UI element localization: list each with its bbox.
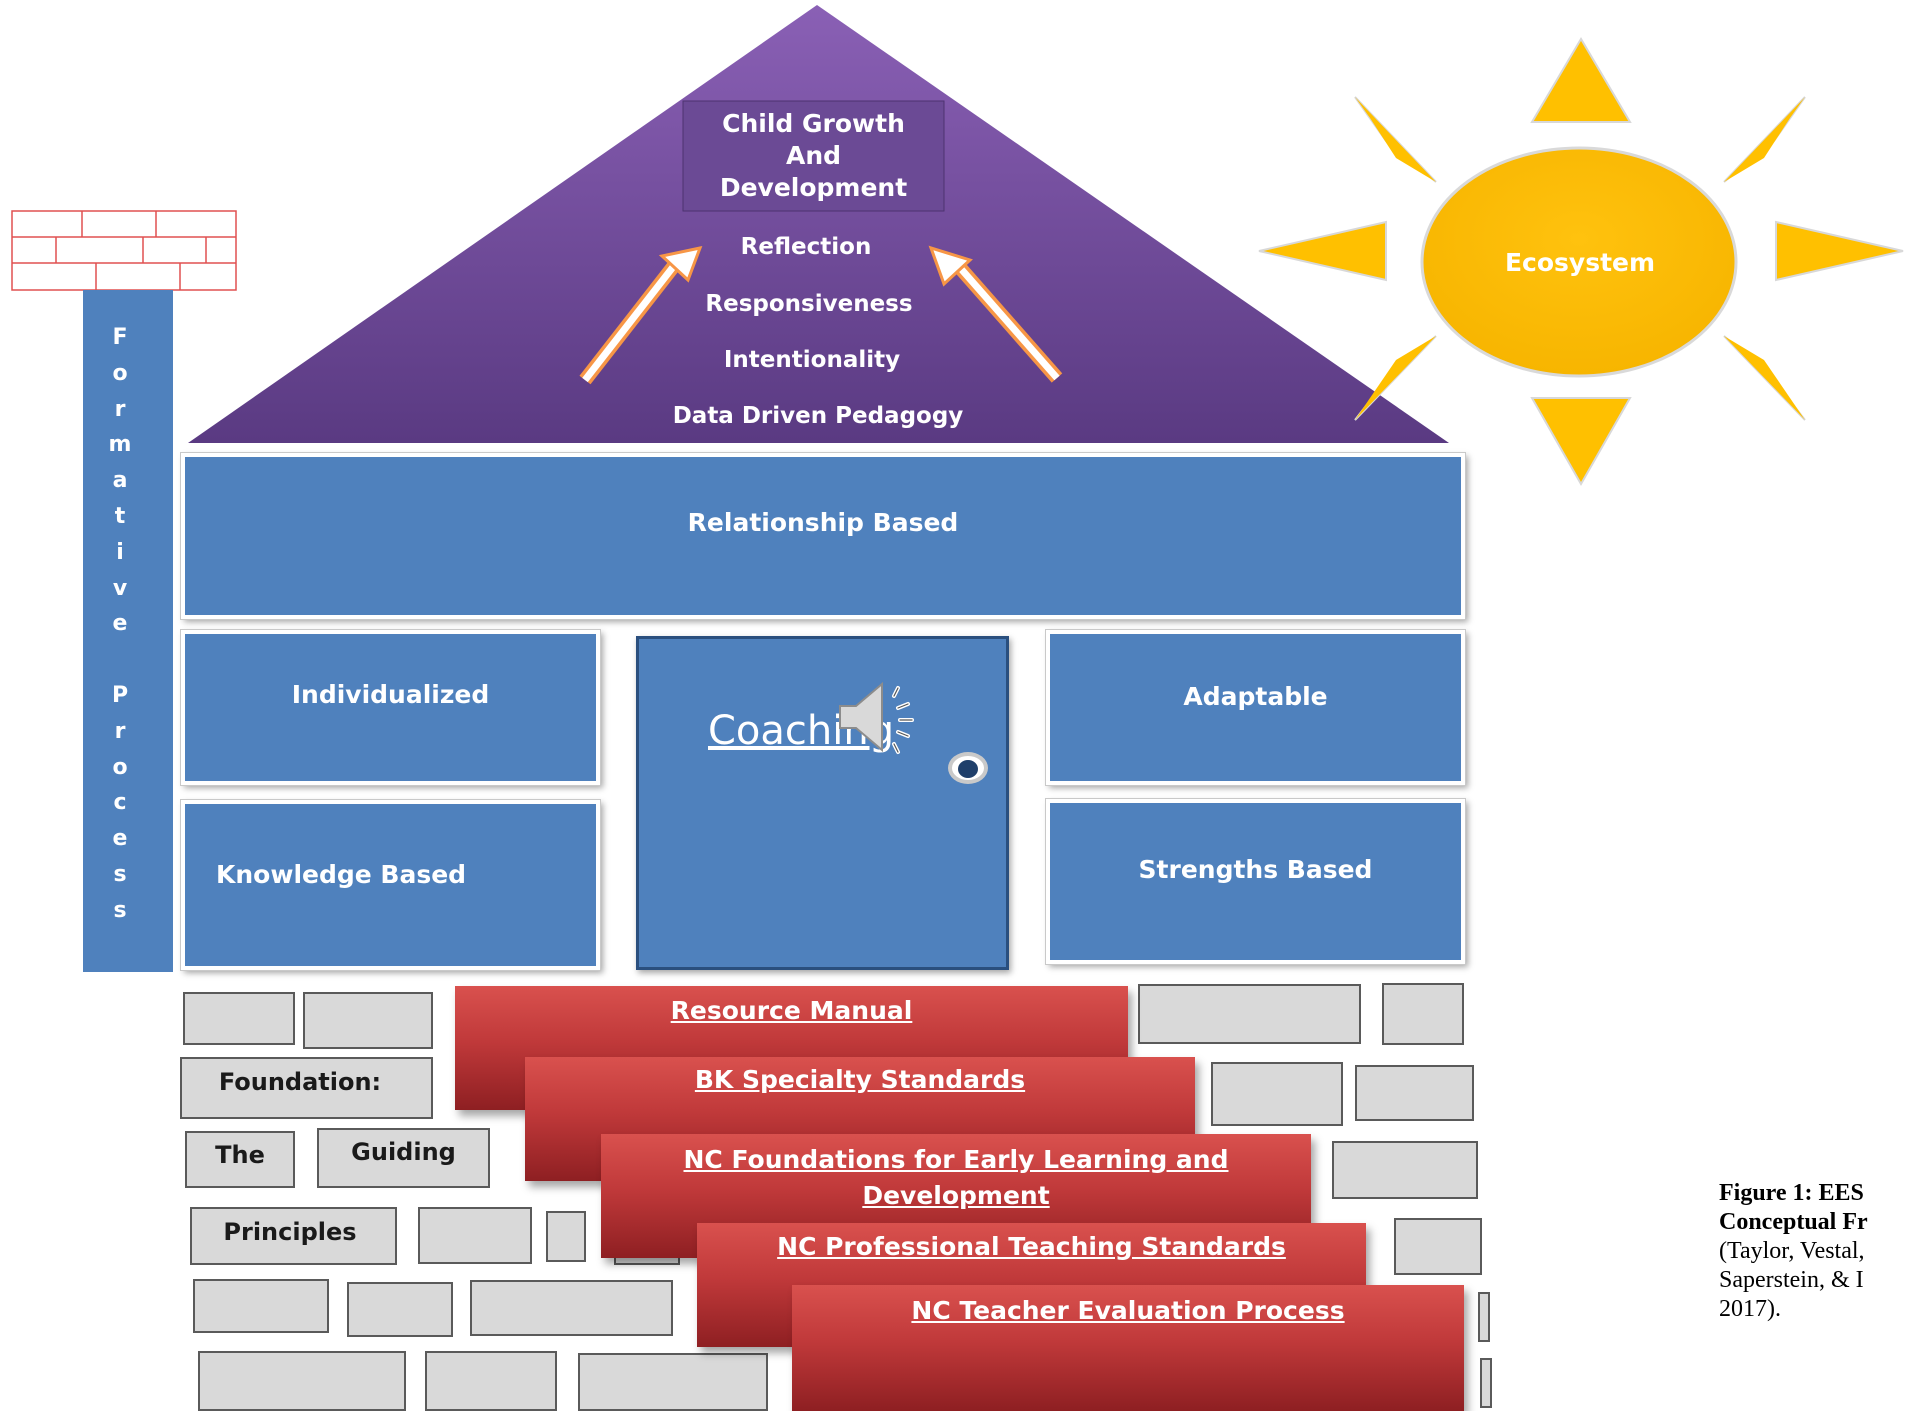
roof-item-intentionality: Intentionality <box>723 347 901 373</box>
stone <box>425 1351 557 1411</box>
chimney-letter: s <box>113 897 127 923</box>
bar-nc-teacher-evaluation <box>792 1285 1464 1411</box>
wall-adaptable <box>1046 630 1465 785</box>
chimney-letter: i <box>116 539 124 565</box>
stone <box>198 1351 406 1411</box>
chimney-letter: r <box>114 396 126 422</box>
sun-ray-fill <box>1355 97 1805 420</box>
chimney-letter: P <box>111 683 129 708</box>
door-coaching[interactable] <box>636 636 1009 970</box>
stone-the <box>185 1131 295 1188</box>
stone <box>578 1353 768 1411</box>
figure-caption: Figure 1: EES Conceptual Fr (Taylor, Ves… <box>1719 1179 1906 1324</box>
roof-item-data-driven: Data Driven Pedagogy <box>672 403 964 429</box>
wall-strengths-based <box>1046 799 1465 964</box>
figure-caption-citation: (Taylor, Vestal, Saperstein, & I 2017). <box>1719 1238 1865 1322</box>
stone <box>1332 1141 1478 1199</box>
bar-nc-teacher-evaluation-label[interactable]: NC Teacher Evaluation Process <box>911 1296 1345 1325</box>
roof-arrow-left <box>579 245 703 385</box>
wall-relationship-based <box>181 453 1465 619</box>
stone-principles-label: Principles <box>223 1218 357 1246</box>
chimney-letter: r <box>114 718 126 744</box>
stone-guiding <box>317 1128 490 1188</box>
chimney-letter: a <box>112 468 128 494</box>
wall-knowledge-based-label: Knowledge Based <box>216 860 467 889</box>
stone <box>1211 1062 1343 1126</box>
roof-item-responsiveness: Responsiveness <box>705 291 913 317</box>
stone <box>1394 1218 1482 1275</box>
stone <box>546 1211 586 1262</box>
speaker-icon[interactable] <box>836 678 922 758</box>
chimney-letter: s <box>113 862 127 887</box>
bar-resource-manual-label[interactable]: Resource Manual <box>670 996 913 1025</box>
roof-item-reflection: Reflection <box>740 234 872 260</box>
chimney-letter: F <box>112 325 128 350</box>
roof-peak-label: Child Growth And Development <box>719 109 908 202</box>
stone <box>1382 983 1464 1045</box>
stone-the-label: The <box>215 1141 265 1169</box>
stone-guiding-label: Guiding <box>351 1138 456 1166</box>
stone <box>303 992 433 1049</box>
bar-nc-foundations-label[interactable]: NC Foundations for Early Learning and De… <box>683 1145 1229 1210</box>
chimney-letter: e <box>112 611 128 637</box>
roof-peak-box <box>682 100 945 212</box>
sun-body <box>1420 146 1738 378</box>
chimney-column <box>83 290 173 972</box>
chimney-letter: t <box>114 504 126 529</box>
door-knob <box>948 752 988 784</box>
chimney-letter: o <box>112 754 128 780</box>
sun-label: Ecosystem <box>1504 248 1656 277</box>
wall-strengths-based-label: Strengths Based <box>1138 855 1373 884</box>
wall-individualized-label: Individualized <box>291 680 490 709</box>
chimney-letter: o <box>112 360 128 386</box>
stone <box>1480 1358 1492 1408</box>
stone <box>470 1280 673 1336</box>
stone-foundation <box>180 1057 433 1119</box>
wall-relationship-based-label: Relationship Based <box>687 508 959 537</box>
stone <box>193 1279 329 1333</box>
roof-triangle <box>188 5 1449 443</box>
chimney-bricks <box>11 210 237 291</box>
wall-adaptable-label: Adaptable <box>1183 682 1328 711</box>
stone <box>1138 984 1361 1044</box>
stone <box>347 1282 453 1337</box>
chimney-letter: c <box>113 790 127 816</box>
chimney-letter: e <box>112 826 128 852</box>
chimney-letter: v <box>112 575 128 601</box>
bar-bk-specialty-label[interactable]: BK Specialty Standards <box>694 1065 1026 1094</box>
stone <box>1478 1292 1490 1342</box>
stone-foundation-label: Foundation: <box>218 1068 382 1096</box>
chimney-letter: m <box>108 432 132 458</box>
wall-knowledge-based <box>181 800 600 970</box>
bar-nc-professional-label[interactable]: NC Professional Teaching Standards <box>777 1232 1286 1261</box>
stone-principles <box>190 1207 397 1265</box>
stone <box>418 1207 532 1264</box>
stone <box>1355 1065 1474 1121</box>
wall-individualized <box>181 630 600 785</box>
stone <box>183 992 295 1045</box>
roof-arrow-right <box>928 245 1063 383</box>
figure-caption-title: Figure 1: EES Conceptual Fr <box>1719 1180 1868 1235</box>
